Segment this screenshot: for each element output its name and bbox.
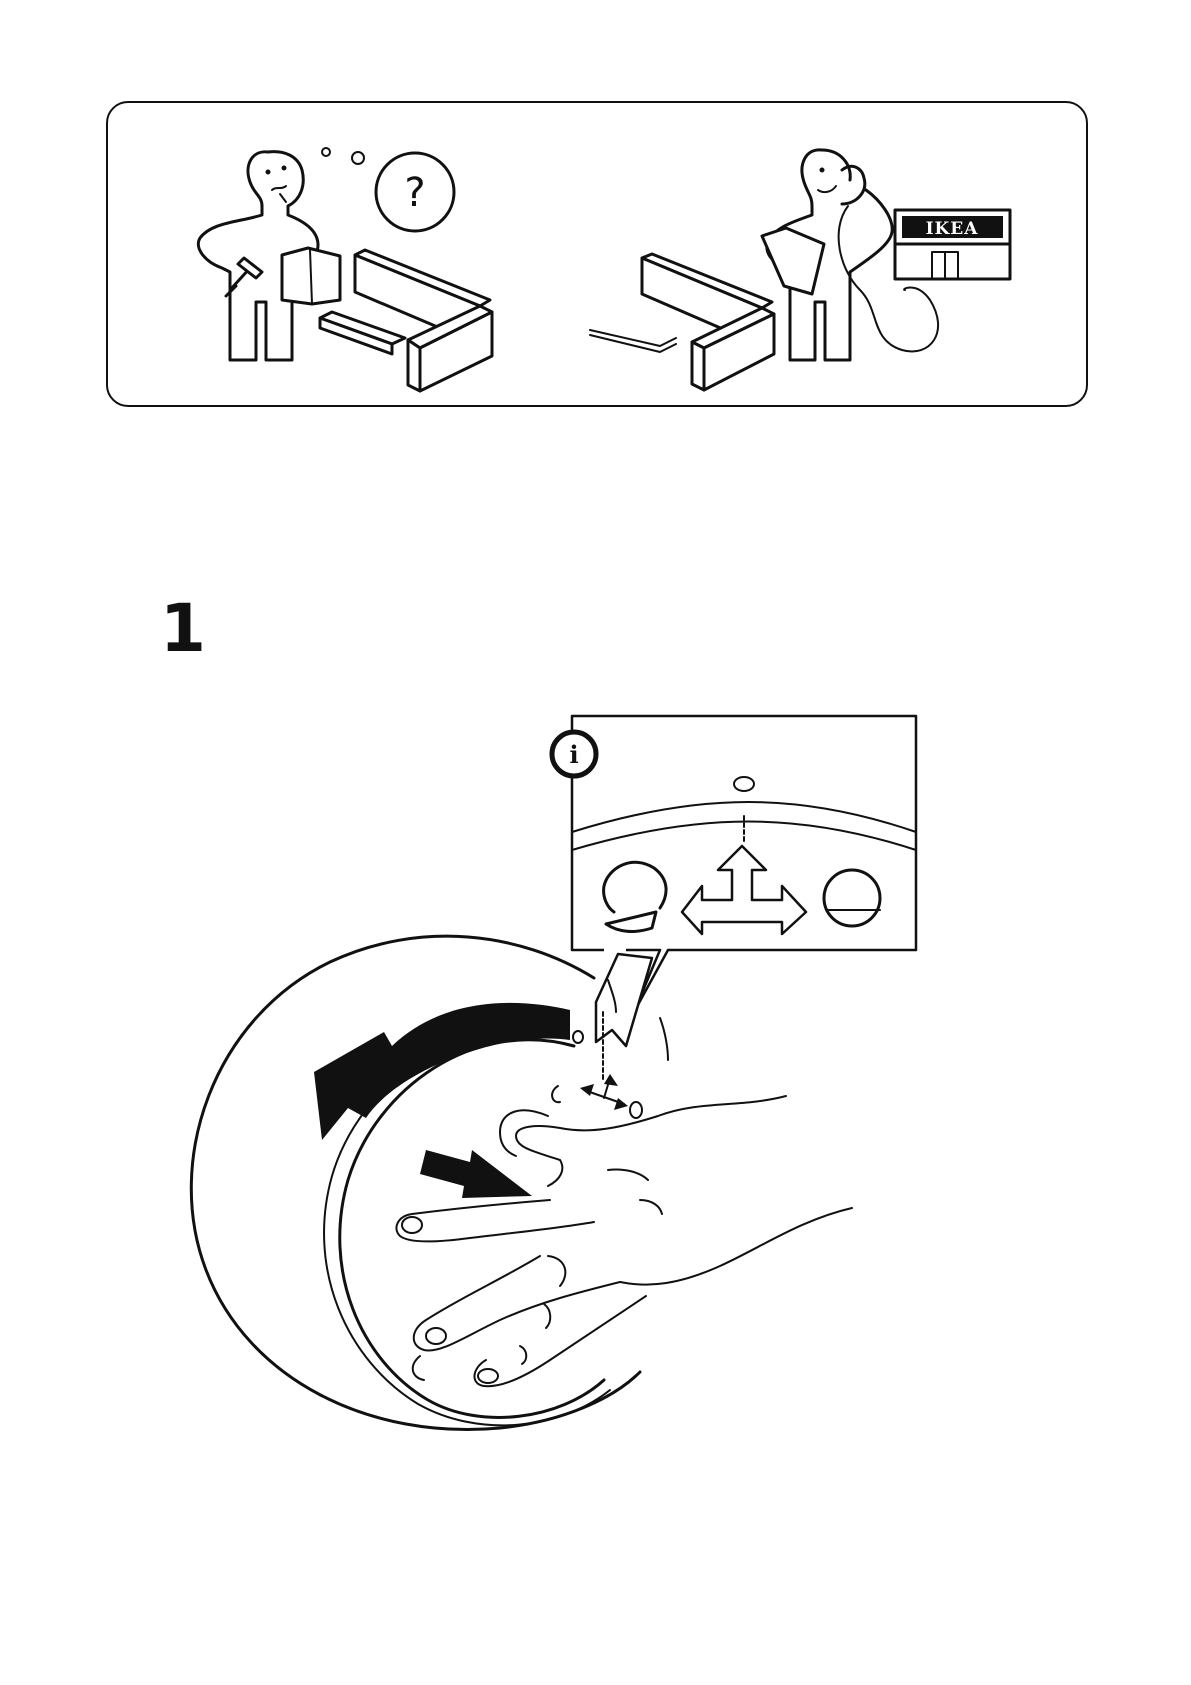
pointer-arrow-icon: [596, 954, 652, 1046]
store-sign: IKEA: [926, 219, 979, 239]
info-badge: i: [569, 740, 578, 769]
step-1-illustration: i: [0, 700, 1191, 1460]
step-number: 1: [160, 596, 206, 662]
question-bubble-icon: ?: [376, 153, 454, 231]
help-illustration: ? IKEA: [0, 0, 1191, 420]
lamp-alignment-arrow-icon: [552, 1074, 642, 1118]
question-mark: ?: [404, 170, 425, 216]
furniture-panels-right-icon: [590, 254, 774, 390]
ikea-store-icon: IKEA: [895, 210, 1010, 279]
rotate-arrow-icon: [314, 1003, 570, 1140]
info-badge-icon: i: [552, 732, 596, 776]
furniture-panels-left-icon: [320, 250, 492, 391]
pull-arrow-icon: [420, 1150, 532, 1198]
hand-icon: [396, 1096, 852, 1386]
thought-dot: [352, 152, 364, 164]
thought-dot: [322, 148, 330, 156]
